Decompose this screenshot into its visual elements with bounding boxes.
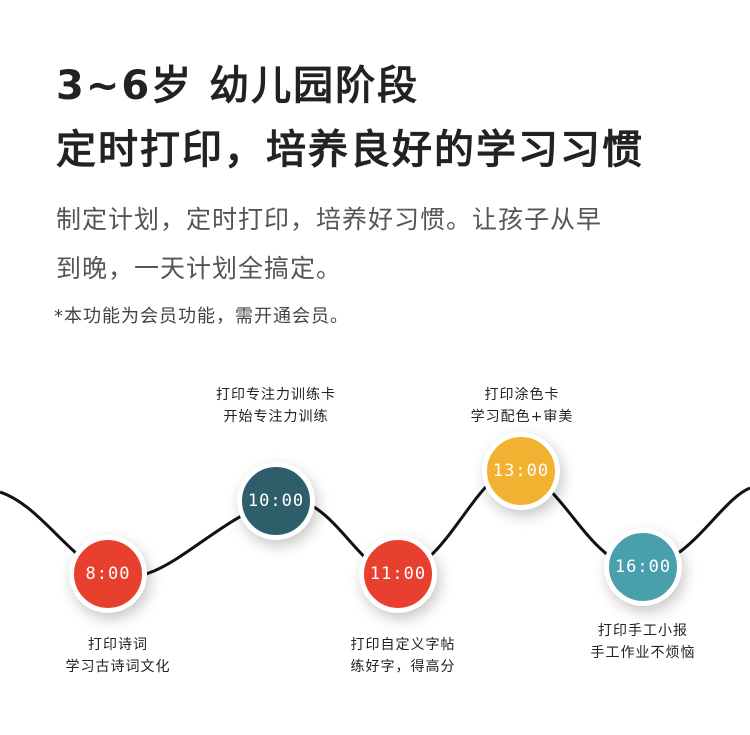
caption-subtitle: 练好字，得高分 [350,659,456,675]
milestone-circle-0800: 8:00 [69,535,147,613]
milestone-caption-1000: 打印专注力训练卡 开始专注力训练 [176,384,376,428]
caption-subtitle: 开始专注力训练 [223,409,329,425]
milestone-circle-1300: 13:00 [482,432,560,510]
milestone-caption-1300: 打印涂色卡 学习配色+审美 [422,384,622,428]
caption-title: 打印自定义字帖 [350,637,456,653]
caption-title: 打印手工小报 [598,623,688,639]
caption-subtitle: 学习古诗词文化 [65,659,171,675]
page-title-line-2: 定时打印，培养良好的学习习惯 [56,127,644,173]
milestone-time: 16:00 [614,557,672,577]
page-title-line-1: 3~6岁 幼儿园阶段 [56,63,420,109]
milestone-circle-1600: 16:00 [604,528,682,606]
caption-title: 打印诗词 [88,637,148,653]
caption-title: 打印涂色卡 [484,387,560,403]
milestone-caption-0800: 打印诗词 学习古诗词文化 [18,634,218,678]
milestone-circle-1000: 10:00 [237,462,315,540]
caption-subtitle: 学习配色+审美 [470,409,574,425]
milestone-caption-1600: 打印手工小报 手工作业不烦恼 [543,620,743,664]
milestone-caption-1100: 打印自定义字帖 练好字，得高分 [303,634,503,678]
milestone-time: 8:00 [85,564,131,584]
membership-note: *本功能为会员功能，需开通会员。 [54,306,349,327]
caption-subtitle: 手工作业不烦恼 [590,645,696,661]
milestone-time: 13:00 [492,461,550,481]
milestone-time: 11:00 [369,564,427,584]
caption-title: 打印专注力训练卡 [216,387,336,403]
description-line-2: 到晚，一天计划全搞定。 [56,254,343,283]
description-line-1: 制定计划，定时打印，培养好习惯。让孩子从早 [56,205,603,234]
milestone-circle-1100: 11:00 [359,535,437,613]
milestone-time: 10:00 [247,491,305,511]
